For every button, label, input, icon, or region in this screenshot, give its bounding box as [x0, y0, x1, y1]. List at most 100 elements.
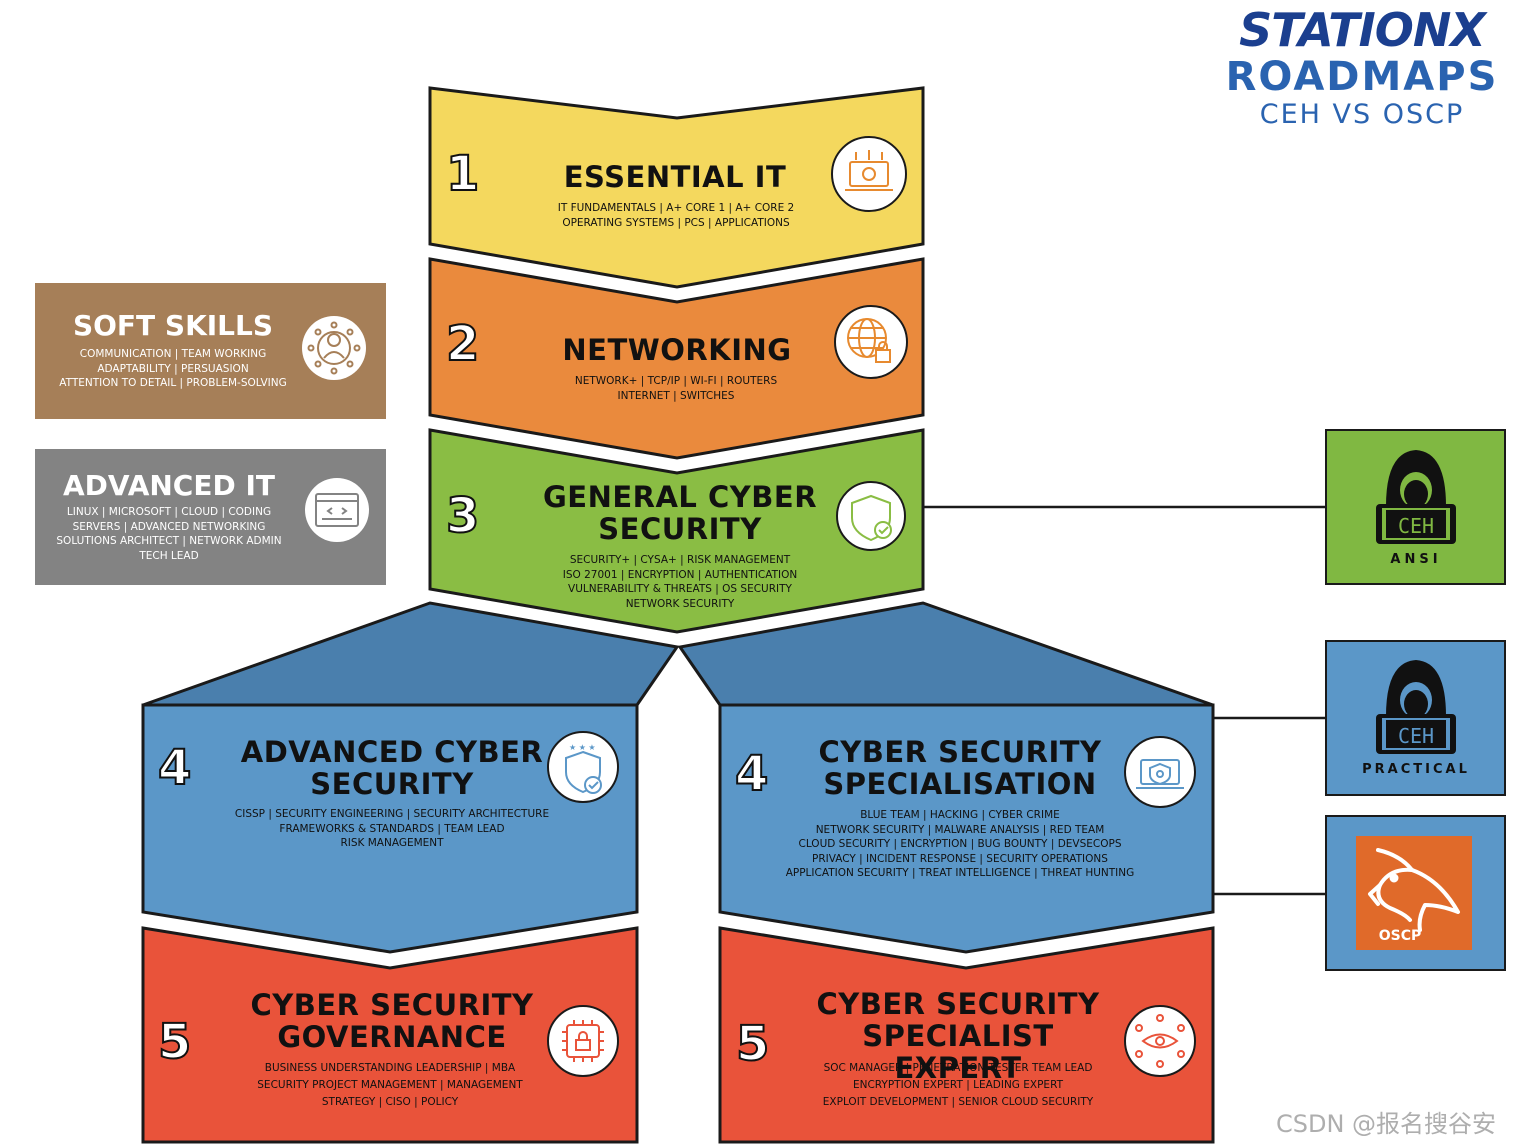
watermark: CSDN @报名搜谷安	[1276, 1110, 1497, 1138]
stage-4b-shape	[718, 703, 1215, 954]
stage-4b-title-line: SPECIALISATION	[823, 767, 1097, 801]
stage-4a-line: CISSP | SECURITY ENGINEERING | SECURITY …	[234, 808, 550, 820]
advanced-it-line: SOLUTIONS ARCHITECT | NETWORK ADMIN	[56, 535, 282, 547]
stage-3-shape	[428, 428, 925, 634]
stage-2-line: NETWORK+ | TCP/IP | WI-FI | ROUTERS	[574, 375, 778, 387]
code-window-icon	[315, 493, 359, 527]
stage-4b-line: APPLICATION SECURITY | TREAT INTELLIGENC…	[785, 867, 1135, 879]
hooded-hacker-icon	[1376, 660, 1456, 754]
soft-skills-detail: COMMUNICATION | TEAM WORKING ADAPTABILIT…	[40, 347, 306, 391]
stage-2-title: NETWORKING	[562, 333, 792, 367]
brand-block: STATIONX ROADMAPS CEH VS OSCP	[1222, 4, 1502, 132]
stage-4b-line: BLUE TEAM | HACKING | CYBER CRIME	[860, 809, 1060, 821]
stage-4b-line: NETWORK SECURITY | MALWARE ANALYSIS | RE…	[815, 823, 1105, 836]
stage-5b-line: ENCRYPTION EXPERT | LEADING EXPERT	[852, 1079, 1064, 1091]
stage-4b-line: CLOUD SECURITY | ENCRYPTION | BUG BOUNTY…	[798, 838, 1122, 850]
stage-4a-number: 4	[157, 740, 192, 796]
stage-4a-title: ADVANCED CYBER SECURITY	[232, 736, 552, 800]
cert-ceh-ansi-label: CEH	[1397, 514, 1435, 538]
stage-5b-title-line: CYBER SECURITY	[816, 987, 1100, 1021]
stage-4a-shape	[141, 703, 639, 954]
stage-3-number: 3	[445, 488, 480, 544]
stage-5b-line: SOC MANAGER | PENETRATION TESTER TEAM LE…	[823, 1062, 1093, 1074]
stage-1-line: OPERATING SYSTEMS | PCS | APPLICATIONS	[562, 216, 790, 229]
brand-subtitle: CEH VS OSCP	[1259, 99, 1465, 130]
advanced-it-title: ADVANCED IT	[63, 469, 275, 502]
stage-3-line: ISO 27001 | ENCRYPTION | AUTHENTICATION	[562, 568, 798, 581]
stage-5a-title-line: GOVERNANCE	[277, 1020, 507, 1054]
stage-2-shape	[428, 257, 925, 460]
icon-circle	[834, 305, 908, 379]
soft-skills-title: SOFT SKILLS	[72, 309, 274, 342]
icon-circle	[1124, 1005, 1196, 1077]
advanced-it-line: SERVERS | ADVANCED NETWORKING	[72, 520, 266, 533]
stage-4a-line: RISK MANAGEMENT	[340, 837, 444, 849]
dragon-logo-icon	[1368, 848, 1460, 932]
stage-2-detail: NETWORK+ | TCP/IP | WI-FI | ROUTERS INTE…	[500, 374, 852, 403]
stage-5a-title-line: CYBER SECURITY	[250, 988, 534, 1022]
cert-oscp-label: OSCP	[1378, 928, 1422, 944]
soft-skills-line: COMMUNICATION | TEAM WORKING	[79, 348, 267, 360]
stage-5b-title: CYBER SECURITY SPECIALIST EXPERT	[800, 988, 1116, 1084]
stage-5b-line: EXPLOIT DEVELOPMENT | SENIOR CLOUD SECUR…	[822, 1096, 1094, 1108]
stage-5b-shape	[718, 926, 1215, 1144]
cert-ceh-practical-caption: PRACTICAL	[1362, 762, 1470, 777]
stage-1-line: IT FUNDAMENTALS | A+ CORE 1 | A+ CORE 2	[557, 202, 795, 214]
laptop-gear-icon	[845, 150, 893, 191]
stage-5b-detail: SOC MANAGER | PENETRATION TESTER TEAM LE…	[790, 1060, 1126, 1111]
advanced-it-line: LINUX | MICROSOFT | CLOUD | CODING	[66, 506, 272, 518]
stage-3-detail: SECURITY+ | CYSA+ | RISK MANAGEMENT ISO …	[500, 553, 860, 611]
stage-5a-number: 5	[157, 1014, 192, 1070]
hooded-hacker-icon	[1376, 450, 1456, 544]
stage-1-title: ESSENTIAL IT	[563, 160, 787, 194]
stage-5a-line: SECURITY PROJECT MANAGEMENT | MANAGEMENT	[257, 1079, 523, 1091]
eye-network-icon	[1135, 1014, 1185, 1068]
stage-1-shape	[428, 86, 925, 289]
stage-5a-line: STRATEGY | CISO | POLICY	[321, 1096, 459, 1108]
soft-skills-line: ATTENTION TO DETAIL | PROBLEM-SOLVING	[59, 377, 287, 389]
stage-5a-title: CYBER SECURITY GOVERNANCE	[232, 989, 552, 1053]
laptop-shield-icon	[1136, 759, 1184, 789]
brand-product: ROADMAPS	[1225, 54, 1499, 100]
stage-4b-detail: BLUE TEAM | HACKING | CYBER CRIME NETWOR…	[760, 808, 1160, 881]
oscp-logo-bg	[1356, 836, 1472, 950]
stage-4b-title-line: CYBER SECURITY	[818, 735, 1102, 769]
stage-3-line: NETWORK SECURITY	[625, 597, 735, 610]
stage-5a-shape	[141, 926, 639, 1144]
stage-2-line: INTERNET | SWITCHES	[617, 389, 735, 402]
stage-4a-line: FRAMEWORKS & STANDARDS | TEAM LEAD	[279, 822, 505, 835]
brand-name: STATIONX	[1239, 3, 1486, 57]
stage-5a-line: BUSINESS UNDERSTANDING LEADERSHIP | MBA	[264, 1062, 516, 1074]
globe-lock-icon	[847, 318, 891, 363]
icon-circle	[305, 478, 369, 542]
stage-5a-detail: BUSINESS UNDERSTANDING LEADERSHIP | MBA …	[220, 1060, 560, 1111]
stage-5b-title-line: SPECIALIST EXPERT	[862, 1019, 1054, 1085]
advanced-it-line: TECH LEAD	[139, 549, 199, 562]
cert-ceh-practical-label: CEH	[1397, 724, 1435, 748]
stage-5b-number: 5	[735, 1016, 770, 1072]
stage-3-title: GENERAL CYBER SECURITY	[520, 481, 840, 545]
stage-4b-title: CYBER SECURITY SPECIALISATION	[795, 736, 1125, 800]
shield-stars-icon: ★ ★ ★	[565, 743, 602, 794]
chip-lock-icon	[562, 1020, 604, 1062]
stage-3-title-line: SECURITY	[598, 512, 762, 546]
soft-skills-line: ADAPTABILITY | PERSUASION	[97, 362, 249, 375]
stage-4a-title-line: ADVANCED CYBER	[240, 735, 544, 769]
stage-4a-title-line: SECURITY	[310, 767, 474, 801]
stage-4a-detail: CISSP | SECURITY ENGINEERING | SECURITY …	[206, 807, 578, 851]
icon-circle	[831, 136, 907, 212]
stage-3-line: VULNERABILITY & THREATS | OS SECURITY	[568, 583, 792, 595]
shield-check-icon	[851, 494, 892, 542]
svg-text:★ ★ ★: ★ ★ ★	[569, 743, 596, 752]
stage-4b-line: PRIVACY | INCIDENT RESPONSE | SECURITY O…	[812, 852, 1108, 865]
stage-1-detail: IT FUNDAMENTALS | A+ CORE 1 | A+ CORE 2 …	[500, 201, 852, 230]
cert-ceh-ansi-caption: ANSI	[1390, 552, 1442, 567]
stage-4b-number: 4	[734, 746, 769, 802]
advanced-it-detail: LINUX | MICROSOFT | CLOUD | CODING SERVE…	[40, 505, 298, 563]
stage-2-number: 2	[445, 316, 480, 372]
stage-3-line: SECURITY+ | CYSA+ | RISK MANAGEMENT	[569, 554, 791, 566]
stage-1-number: 1	[445, 146, 480, 202]
icon-circle	[302, 316, 366, 380]
stage-3-title-line: GENERAL CYBER	[542, 480, 818, 514]
people-network-icon	[307, 321, 361, 375]
